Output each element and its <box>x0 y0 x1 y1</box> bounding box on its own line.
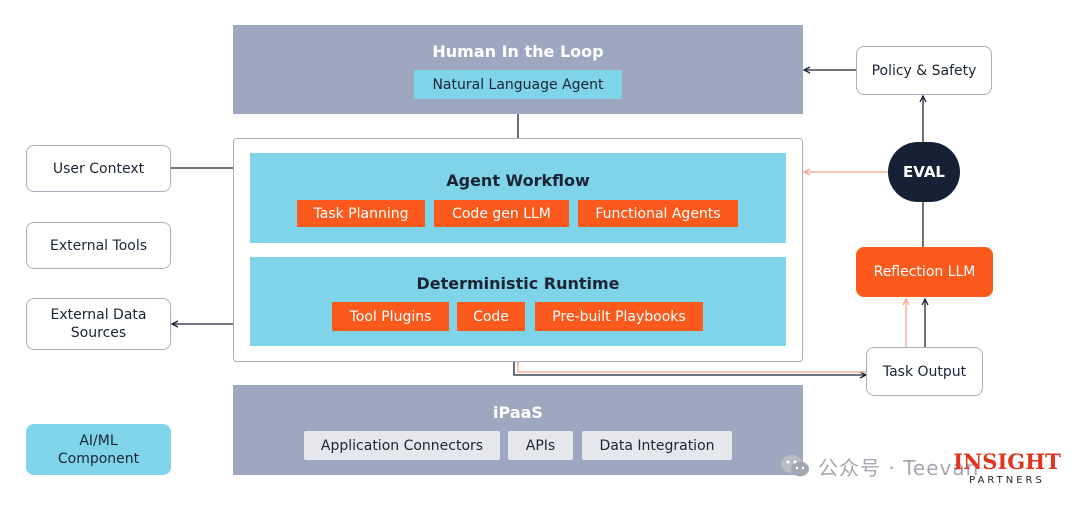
user-context-label: User Context <box>52 160 145 177</box>
external-data-sources-label-line1: External Data <box>50 307 147 323</box>
external-data-sources-label-line2: Sources <box>70 325 127 341</box>
policy-safety-box: Policy & Safety <box>856 46 992 95</box>
functional-agents-chip: Functional Agents <box>578 200 738 227</box>
code-gen-llm-chip: Code gen LLM <box>434 200 569 227</box>
arrow-frame-to-output-dark <box>513 362 866 375</box>
data-integration-chip: Data Integration <box>582 431 732 460</box>
task-output-box: Task Output <box>866 347 983 396</box>
reflection-llm-label: Reflection LLM <box>873 264 976 280</box>
deterministic-runtime-panel: Deterministic Runtime Tool Plugins Code … <box>250 257 786 346</box>
ai-ml-component-legend: AI/ML Component <box>26 424 171 475</box>
agent-workflow-title: Agent Workflow <box>446 170 590 190</box>
reflection-llm-box: Reflection LLM <box>856 247 993 297</box>
wechat-watermark-text: 公众号 · Teevan <box>818 455 980 480</box>
partners-brand-text: PARTNERS <box>969 475 1045 486</box>
task-planning-chip: Task Planning <box>297 200 425 227</box>
eval-node: EVAL <box>888 142 960 202</box>
pre-built-playbooks-chip: Pre-built Playbooks <box>535 302 703 331</box>
human-in-the-loop-band: Human In the Loop Natural Language Agent <box>233 25 803 114</box>
external-data-sources-box: External Data Sources <box>26 298 171 350</box>
application-connectors-chip: Application Connectors <box>304 431 500 460</box>
ipaas-title: iPaaS <box>493 402 543 422</box>
legend-label-line2: Component <box>57 450 140 467</box>
apis-chip: APIs <box>508 431 573 460</box>
tool-plugins-chip: Tool Plugins <box>332 302 449 331</box>
agent-workflow-panel: Agent Workflow Task Planning Code gen LL… <box>250 153 786 243</box>
external-tools-box: External Tools <box>26 222 171 269</box>
human-in-the-loop-title: Human In the Loop <box>432 41 604 61</box>
deterministic-runtime-title: Deterministic Runtime <box>416 273 620 293</box>
legend-label-line1: AI/ML <box>79 432 118 449</box>
ipaas-band: iPaaS Application Connectors APIs Data I… <box>233 385 803 475</box>
natural-language-agent-chip: Natural Language Agent <box>414 70 622 99</box>
external-tools-label: External Tools <box>49 237 148 254</box>
wechat-icon <box>781 455 809 477</box>
user-context-box: User Context <box>26 145 171 192</box>
wechat-watermark: 公众号 · Teevan <box>780 452 979 480</box>
arrow-frame-to-output-salmon <box>517 362 866 373</box>
insight-brand-text: INSIGHT <box>953 449 1061 474</box>
insight-partners-logo: INSIGHT PARTNERS <box>946 450 1068 494</box>
task-output-label: Task Output <box>882 363 967 380</box>
eval-label: EVAL <box>902 163 945 181</box>
code-chip: Code <box>457 302 525 331</box>
policy-safety-label: Policy & Safety <box>871 62 977 79</box>
